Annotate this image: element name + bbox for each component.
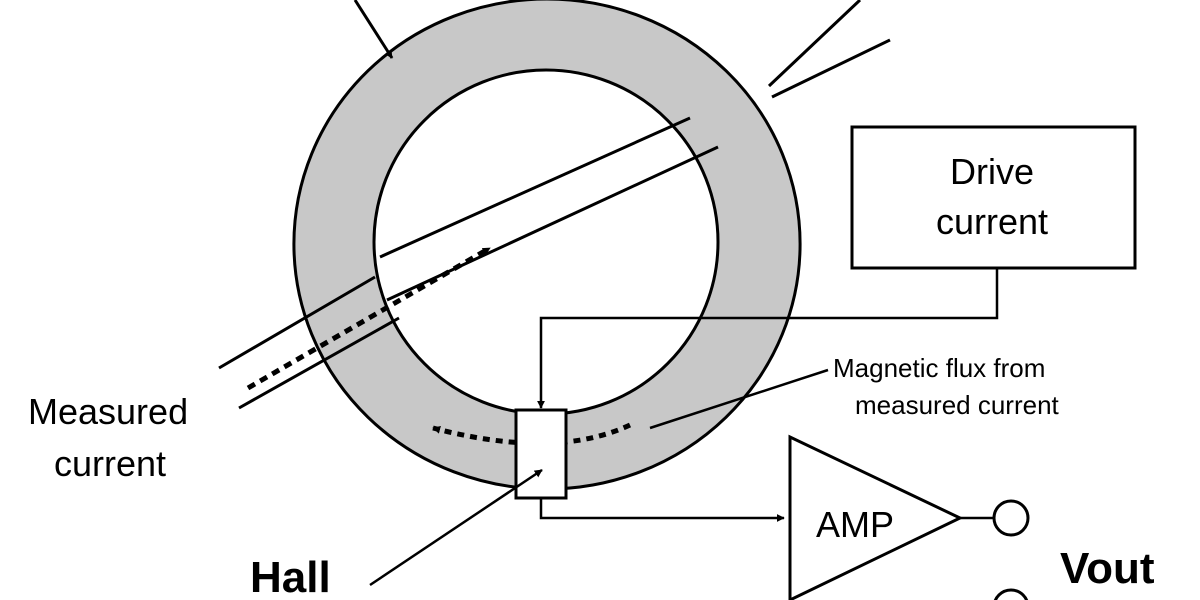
conductor-edge-upper-visible — [218, 275, 376, 370]
vout-terminal-bottom — [993, 588, 1029, 600]
core-pointer-arrow — [353, 0, 394, 59]
hall-pointer-arrow — [369, 468, 543, 587]
measured-current-label-line2: current — [54, 443, 166, 484]
conductor-edge-bottom-exit — [771, 38, 891, 99]
hall-element — [514, 408, 568, 500]
drive-current-wire — [537, 268, 999, 409]
conductor-edge-lower-visible — [238, 316, 400, 410]
conductor-edge-top-exit — [767, 0, 862, 88]
flux-label-line2: measured current — [855, 390, 1060, 420]
signal-wire — [539, 498, 785, 522]
amp-label: AMP — [816, 504, 894, 545]
magnetic-flux-arrow — [432, 422, 632, 446]
hall-label: Hall — [250, 553, 331, 600]
measured-current-label-line1: Measured — [28, 391, 188, 432]
flux-label-line1: Magnetic flux from — [833, 353, 1045, 383]
vout-label: Vout — [1060, 544, 1155, 593]
current-direction-arrow — [246, 245, 492, 391]
flux-pointer-line — [649, 368, 829, 430]
drive-current-label-line2: current — [936, 201, 1048, 242]
conductor-edge-upper-hole — [379, 116, 691, 259]
drive-current-label-line1: Drive — [950, 151, 1034, 192]
amplifier-triangle — [788, 434, 964, 600]
conductor-edge-lower-hole — [386, 145, 719, 302]
conductor — [218, 0, 891, 410]
vout-terminal-top — [992, 499, 1030, 537]
drive-current-box — [850, 125, 1137, 270]
